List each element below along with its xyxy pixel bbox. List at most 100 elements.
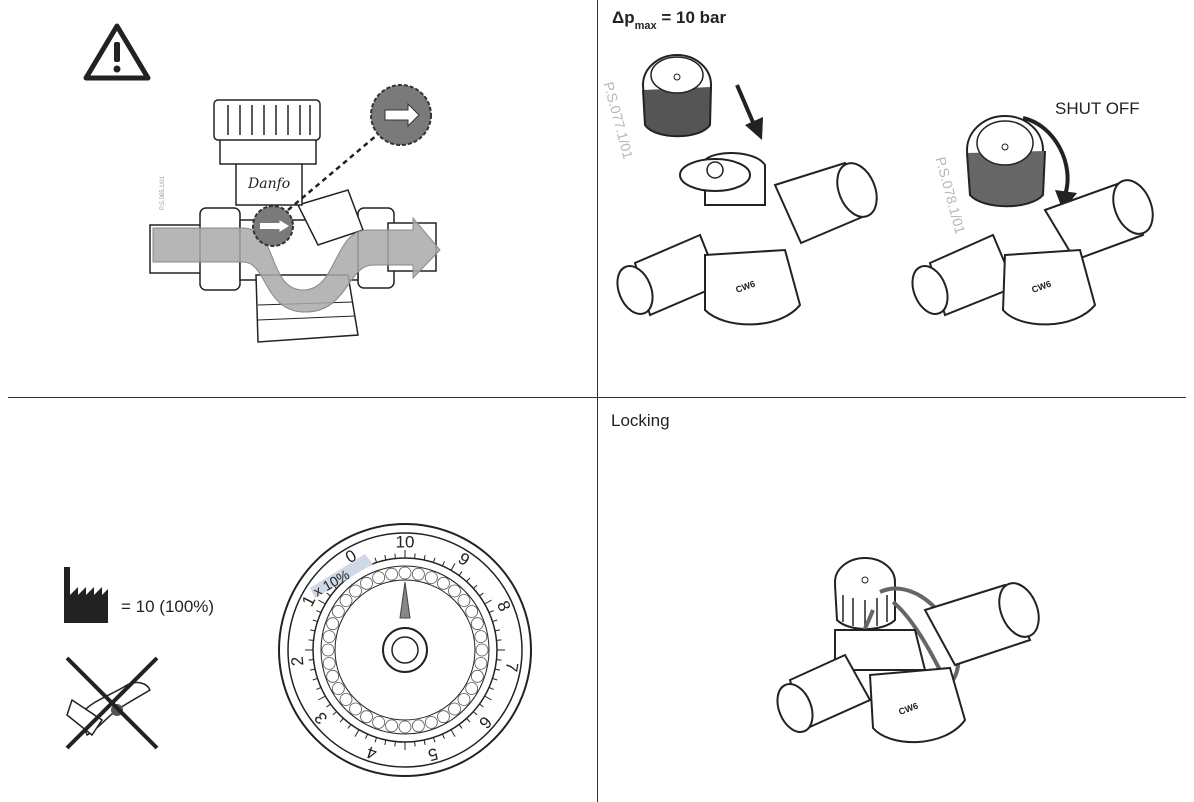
- dial-tick: [466, 577, 471, 582]
- valve-cap-removal-illustration: CW6: [616, 54, 878, 326]
- dial-tick: [450, 729, 456, 737]
- dial-tick: [441, 733, 445, 739]
- dial-tick: [374, 737, 378, 743]
- dial-knurl: [349, 702, 362, 716]
- dial-knurl: [424, 715, 438, 729]
- shut-off-label: SHUT OFF: [1055, 99, 1140, 118]
- dial-tick: [318, 599, 326, 605]
- dial-tick: [492, 619, 498, 623]
- dial-knurl: [339, 594, 353, 607]
- dial-knurl: [321, 643, 335, 657]
- dial-knurl: [398, 720, 412, 734]
- dial-knurl: [322, 630, 336, 644]
- dial-number: 7: [502, 661, 522, 673]
- vertical-divider: [597, 0, 598, 802]
- dial-knurl: [465, 682, 479, 695]
- pressure-delta: Δp: [612, 8, 635, 27]
- dial-tick: [432, 737, 436, 743]
- horizontal-divider: [8, 397, 1186, 398]
- valve-flow-illustration: Danfo: [149, 84, 441, 343]
- dial-tick: [494, 668, 500, 671]
- dial-tick: [458, 571, 463, 576]
- factory-setting-text: = 10 (100%): [121, 597, 215, 616]
- dial-knurl: [326, 617, 340, 631]
- dial-tick: [496, 659, 502, 661]
- dial-knurl: [411, 719, 425, 733]
- valve-locking-illustration: CW6: [776, 557, 1040, 744]
- dial-knurl: [424, 571, 438, 585]
- dial-knurl: [349, 584, 362, 598]
- dial-tick: [312, 677, 318, 681]
- dial-tick: [458, 724, 463, 729]
- dial-tick: [308, 639, 314, 641]
- pressure-value: = 10 bar: [661, 8, 727, 27]
- locking-title: Locking: [611, 411, 670, 430]
- dial-knurl: [457, 594, 471, 607]
- valve-shut-off-illustration: CW6: [911, 115, 1154, 326]
- dial-knurl: [331, 605, 345, 618]
- dial-tick: [339, 718, 344, 723]
- dial-knurl: [470, 617, 484, 631]
- dial-number: 5: [426, 744, 440, 765]
- pressure-max-label: Δpmax = 10 bar: [612, 8, 726, 32]
- dial-tick: [310, 629, 316, 632]
- dial-tick: [384, 555, 387, 561]
- dial-tick: [484, 695, 492, 701]
- dial-knurl: [339, 693, 353, 706]
- dial-number: 10: [396, 532, 415, 551]
- dial-tick: [479, 592, 484, 597]
- dial-tick: [326, 592, 331, 597]
- dial-tick: [414, 553, 416, 559]
- dial-tick: [332, 711, 337, 716]
- dial-knurl: [437, 576, 450, 590]
- dial-tick: [310, 668, 316, 671]
- dial-tick: [450, 563, 456, 571]
- dial-tick: [479, 703, 484, 708]
- dial-knurl: [437, 710, 450, 724]
- warning-triangle-icon: [83, 23, 151, 81]
- dial-knurl: [372, 571, 386, 585]
- dial-knurl: [448, 702, 461, 716]
- dial-tick: [488, 610, 494, 614]
- dial-knurl: [360, 710, 373, 724]
- dial-tick: [326, 703, 331, 708]
- dial-tick: [394, 553, 396, 559]
- dial-knurl: [385, 719, 399, 733]
- dial-tick: [354, 729, 360, 737]
- dial-knurl: [372, 715, 386, 729]
- dial-knurl: [385, 567, 399, 581]
- dial-tick: [492, 677, 498, 681]
- dial-tick: [494, 629, 500, 632]
- dial-tick: [308, 659, 314, 661]
- dial-tick: [312, 619, 318, 623]
- dial-tick: [496, 639, 502, 641]
- dial-tick: [432, 557, 436, 563]
- dial-tick: [365, 733, 369, 739]
- svg-text:Danfo: Danfo: [247, 176, 290, 192]
- dial-tick: [441, 561, 445, 567]
- dial-knurl: [360, 576, 373, 590]
- dial-tick: [473, 711, 478, 716]
- dial-knurl: [331, 682, 345, 695]
- dial-tick: [466, 718, 471, 723]
- dial-tick: [316, 610, 322, 614]
- dial-tick: [414, 741, 416, 747]
- dial-tick: [473, 584, 478, 589]
- dial-tick: [318, 695, 326, 701]
- dial-knurl: [326, 669, 340, 683]
- dial-knurl: [474, 656, 488, 670]
- dial-tick: [484, 599, 492, 605]
- dial-knurl: [474, 630, 488, 644]
- dial-knurl: [448, 584, 461, 598]
- no-pliers-icon: [65, 656, 159, 750]
- dial-knurl: [470, 669, 484, 683]
- dial-tick: [347, 724, 352, 729]
- dial-knurl: [411, 567, 425, 581]
- dial-tick: [423, 555, 426, 561]
- dial-knurl: [465, 605, 479, 618]
- dial-tick: [384, 739, 387, 745]
- dial-tick: [374, 557, 378, 563]
- dial-tick: [423, 739, 426, 745]
- dial-tick: [488, 686, 494, 690]
